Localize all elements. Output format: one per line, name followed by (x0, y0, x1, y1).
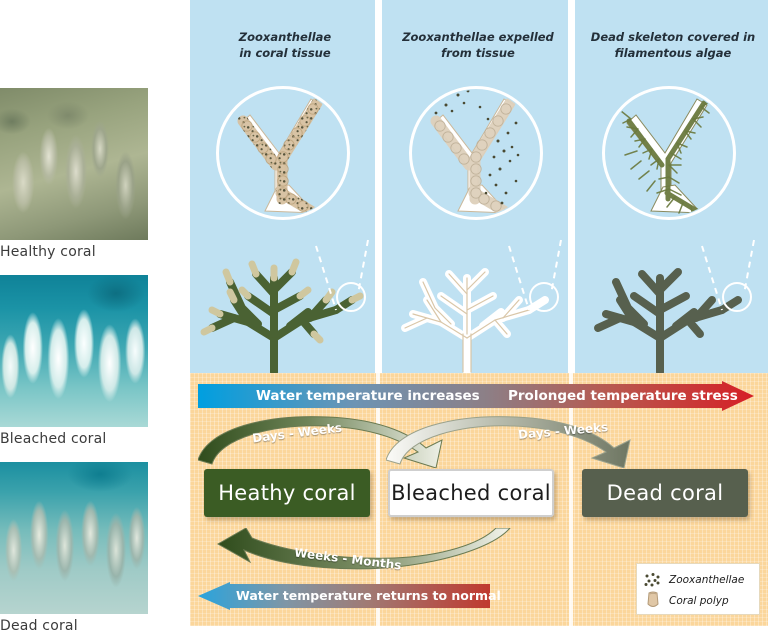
return-arrow-shape (198, 582, 490, 610)
bleached-magnifier-ring (529, 282, 559, 312)
photo-column: Healthy coral Bleached coral Dead coral (0, 0, 190, 634)
column-divider-1-lower (376, 373, 380, 626)
healthy-magnifier-ring (336, 282, 366, 312)
transition-arrow-1 (198, 416, 443, 468)
filamentous-algae-illustration (620, 98, 712, 216)
coral-polyp-icon (647, 591, 659, 607)
legend-item-polyp: Coral polyp (643, 590, 753, 611)
column-heading-1-line2: in coral tissue (239, 45, 331, 60)
diagram-panel: Zooxanthellae in coral tissue Zooxanthel… (190, 0, 768, 626)
column-heading-1: Zooxanthellae in coral tissue (192, 30, 378, 61)
temperature-return-label: Water temperature returns to normal (236, 588, 501, 603)
bleached-coral-tree (383, 238, 569, 376)
healthy-coral-tree (190, 238, 376, 376)
transition-arrow-2 (386, 416, 631, 468)
zooxanthellae-dots-icon (644, 572, 660, 586)
column-divider-2 (568, 0, 575, 373)
column-heading-3-line1: Dead skeleton covered in (590, 30, 756, 44)
column-heading-2-line2: from tissue (441, 45, 515, 60)
legend-box: Zooxanthellae Coral polyp (636, 563, 760, 615)
column-heading-2-line1: Zooxanthellae expelled (402, 30, 554, 44)
column-heading-3: Dead skeleton covered in filamentous alg… (580, 30, 766, 61)
dead-coral-caption: Dead coral (0, 618, 78, 634)
photo-item-healthy: Healthy coral (0, 88, 148, 260)
state-box-healthy[interactable]: Heathy coral (204, 469, 370, 517)
legend-label-polyp: Coral polyp (669, 594, 729, 607)
state-label-bleached: Bleached coral (391, 481, 551, 505)
transition-arrow-reverse (216, 528, 511, 570)
column-heading-2: Zooxanthellae expelled from tissue (385, 30, 571, 61)
dead-coral-photo (0, 462, 148, 614)
magnified-view-dead (602, 86, 736, 220)
state-label-healthy: Heathy coral (218, 481, 356, 505)
column-divider-1 (375, 0, 382, 373)
bleached-coral-caption: Bleached coral (0, 431, 107, 447)
state-box-bleached[interactable]: Bleached coral (388, 469, 554, 517)
temperature-increase-arrow: Water temperature increases Prolonged te… (198, 381, 754, 411)
photo-item-bleached: Bleached coral (0, 275, 148, 447)
column-heading-1-line1: Zooxanthellae (238, 30, 332, 44)
temperature-increase-label: Water temperature increases (256, 388, 480, 404)
dead-coral-tree (576, 238, 762, 376)
magnified-view-bleached (409, 86, 543, 220)
dead-coral-tree-svg (594, 268, 742, 376)
state-label-dead: Dead coral (606, 481, 724, 505)
column-divider-2-lower (569, 373, 573, 626)
state-box-dead[interactable]: Dead coral (582, 469, 748, 517)
temperature-return-arrow: Water temperature returns to normal (198, 582, 501, 610)
healthy-coral-photo (0, 88, 148, 240)
prolonged-stress-label: Prolonged temperature stress (508, 388, 738, 404)
column-heading-3-line2: filamentous algae (614, 45, 732, 60)
bleached-coral-photo (0, 275, 148, 427)
expelled-zooxanthellae-illustration (430, 90, 520, 216)
healthy-coral-caption: Healthy coral (0, 244, 96, 260)
healthy-polyp-illustration (237, 97, 323, 216)
temperature-arrow-shape (198, 381, 754, 411)
legend-item-zooxanthellae: Zooxanthellae (643, 569, 753, 590)
magnified-view-healthy (216, 86, 350, 220)
dead-magnifier-ring (722, 282, 752, 312)
legend-label-zooxanthellae: Zooxanthellae (669, 573, 745, 586)
photo-item-dead: Dead coral (0, 462, 148, 634)
